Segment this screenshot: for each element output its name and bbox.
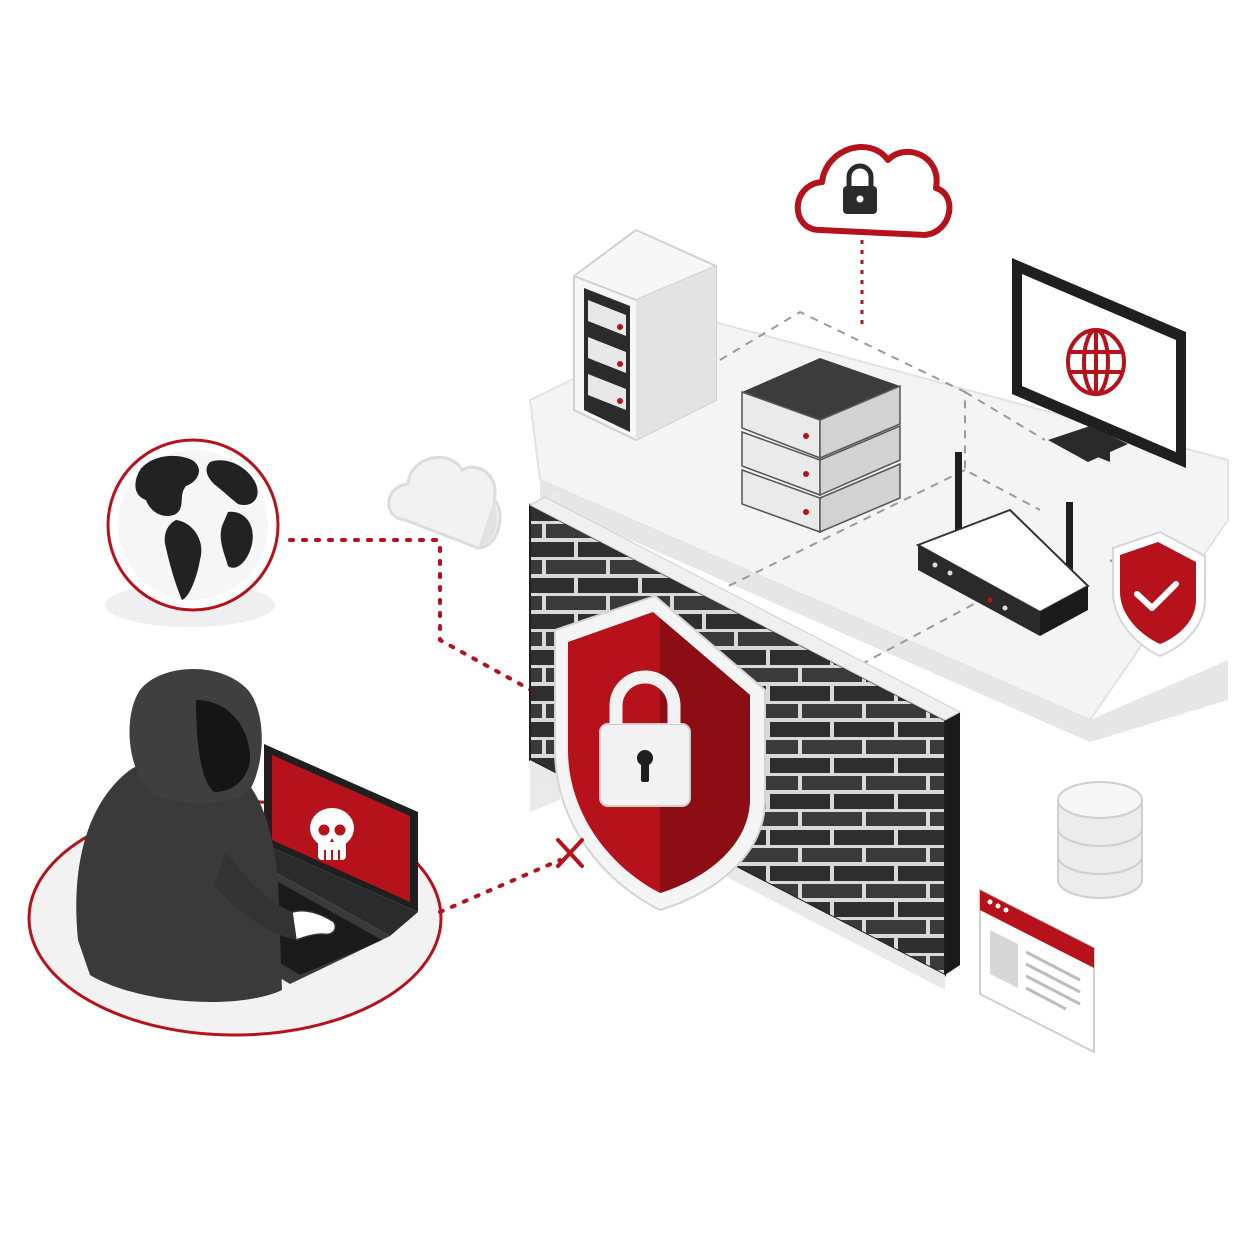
attack-path xyxy=(288,538,542,697)
monitor-globe-icon xyxy=(1012,258,1186,468)
cloud-lock-icon xyxy=(794,143,953,238)
database-icon xyxy=(1057,781,1143,899)
globe-icon xyxy=(105,438,280,627)
shield-lock-icon xyxy=(554,594,766,912)
hooded-hacker-icon xyxy=(76,668,336,1002)
skull-icon xyxy=(310,808,354,860)
x-mark-icon xyxy=(556,838,584,868)
cloud-icon xyxy=(387,455,502,550)
blocked-path xyxy=(438,858,562,914)
shield-check-icon xyxy=(1112,530,1206,658)
server-tower-icon xyxy=(573,228,717,442)
browser-window-icon xyxy=(979,888,1095,1054)
router-icon xyxy=(915,452,1090,636)
server-stack-icon xyxy=(741,358,901,697)
